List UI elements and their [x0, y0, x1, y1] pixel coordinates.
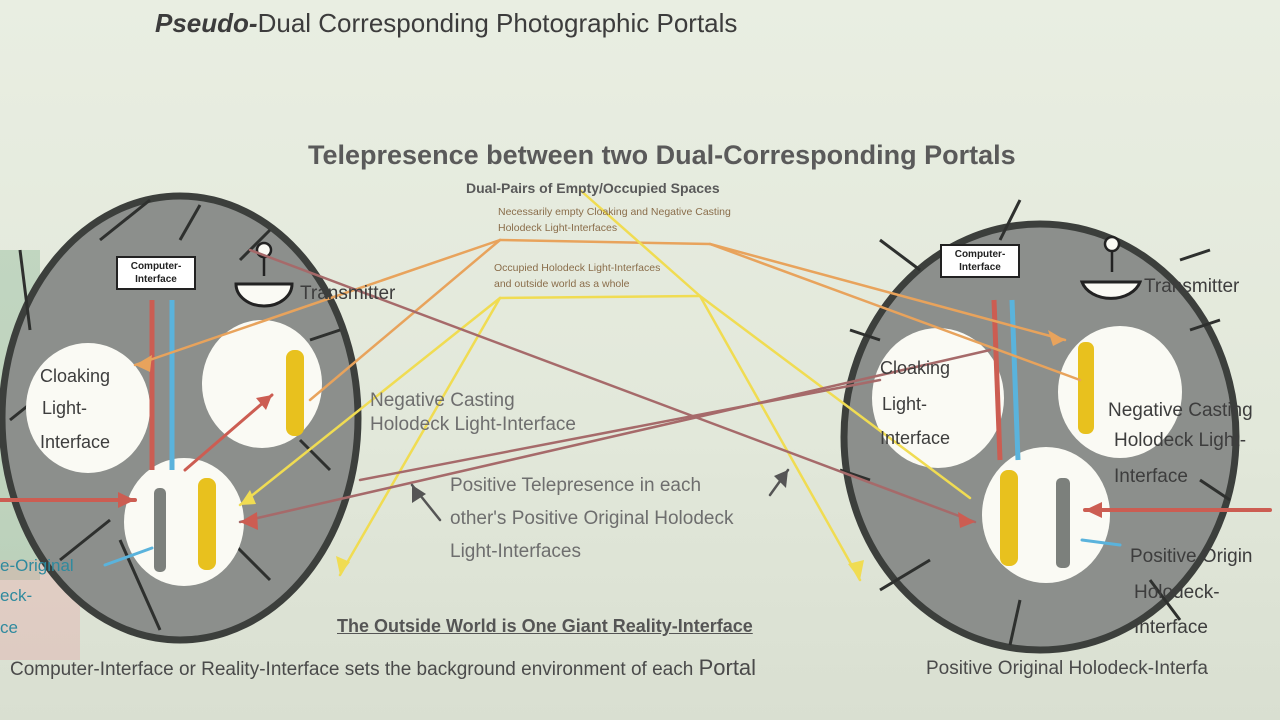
left-transmitter-label: Transmitter: [300, 283, 396, 304]
right-negative-line-2: Holodeck Light-: [1114, 430, 1247, 451]
right-cloaking-line-2: Light-: [882, 394, 928, 414]
right-yellow-figure-positive: [1000, 470, 1018, 566]
left-computer-interface-box: Computer- Interface: [116, 256, 196, 290]
right-positive-line-2: Holodeck-: [1134, 582, 1220, 603]
page-title-italic: Pseudo-: [155, 8, 258, 38]
page-title-rest: Dual Corresponding Photographic Portals: [257, 8, 738, 38]
left-cloaking-circle: [26, 343, 150, 473]
right-transmitter-dish: [1079, 280, 1143, 300]
right-positive-line-1: Positive Origin: [1130, 546, 1253, 567]
dual-pairs-label: Dual-Pairs of Empty/Occupied Spaces: [466, 180, 720, 196]
footer-left-portal: Portal: [698, 655, 757, 680]
footer-left-text: Computer-Interface or Reality-Interface …: [10, 659, 694, 680]
telepresence-line-2: other's Positive Original Holodeck: [450, 508, 734, 529]
right-yellow-figure-negative: [1078, 342, 1094, 434]
left-yellow-figure-positive: [198, 478, 216, 570]
diagram-title: Telepresence between two Dual-Correspond…: [308, 140, 1016, 170]
right-negative-line-1: Negative Casting: [1108, 400, 1253, 421]
left-cloaking-line-1: Cloaking: [40, 366, 111, 386]
right-positive-line-3: Interface: [1134, 617, 1208, 638]
telepresence-line-1: Positive Telepresence in each: [450, 475, 702, 496]
left-negative-line-1: Negative Casting: [370, 390, 515, 411]
right-portal-ribs: [839, 199, 1231, 646]
outside-world-caption: The Outside World is One Giant Reality-I…: [337, 616, 753, 636]
empty-interfaces-line-1: Necessarily empty Cloaking and Negative …: [498, 206, 731, 218]
right-gray-figure: [1056, 478, 1070, 568]
left-cloaking-line-3: Interface: [40, 432, 111, 452]
left-negative-line-2: Holodeck Light-Interface: [370, 414, 576, 435]
telepresence-line-3: Light-Interfaces: [450, 541, 581, 562]
left-positive-line-2: eck-: [0, 586, 33, 605]
occupied-interfaces-line-1: Occupied Holodeck Light-Interfaces: [494, 262, 661, 274]
right-cloaking-line-1: Cloaking: [880, 358, 951, 378]
telepresence-arrows: [0, 188, 1272, 582]
left-positive-circle: [124, 458, 244, 586]
page-title: Pseudo-Dual Corresponding Photographic P…: [155, 8, 737, 39]
left-computer-interface-line-1: Computer-: [130, 261, 182, 272]
left-yellow-figure-negative: [286, 350, 304, 436]
right-transmitter-label: Transmitter: [1144, 276, 1240, 297]
left-positive-line-1: e-Original: [0, 556, 74, 575]
right-computer-interface-line-1: Computer-: [954, 249, 1006, 260]
left-gray-figure: [154, 488, 166, 572]
footer-right: Positive Original Holodeck-Interfa: [926, 658, 1208, 679]
right-negative-line-3: Interface: [1114, 466, 1188, 487]
left-transmitter-dish: [234, 282, 294, 308]
left-computer-interface-line-2: Interface: [135, 274, 177, 285]
arrowheads: [118, 330, 1102, 580]
left-positive-line-3: ce: [0, 618, 18, 637]
left-portal: [0, 192, 362, 644]
right-computer-interface-line-2: Interface: [959, 262, 1001, 273]
right-cloaking-line-3: Interface: [880, 428, 951, 448]
right-computer-interface-box: Computer- Interface: [940, 244, 1020, 278]
right-red-line: [991, 299, 1003, 461]
footer-left: Computer-Interface or Reality-Interface …: [10, 655, 756, 681]
right-transmitter-antenna: [1103, 235, 1121, 253]
empty-interfaces-line-2: Holodeck Light-Interfaces: [498, 222, 618, 234]
left-cloaking-line-2: Light-: [42, 398, 88, 418]
right-cloaking-circle: [872, 328, 1004, 468]
occupied-interfaces-line-2: and outside world as a whole: [494, 278, 630, 290]
